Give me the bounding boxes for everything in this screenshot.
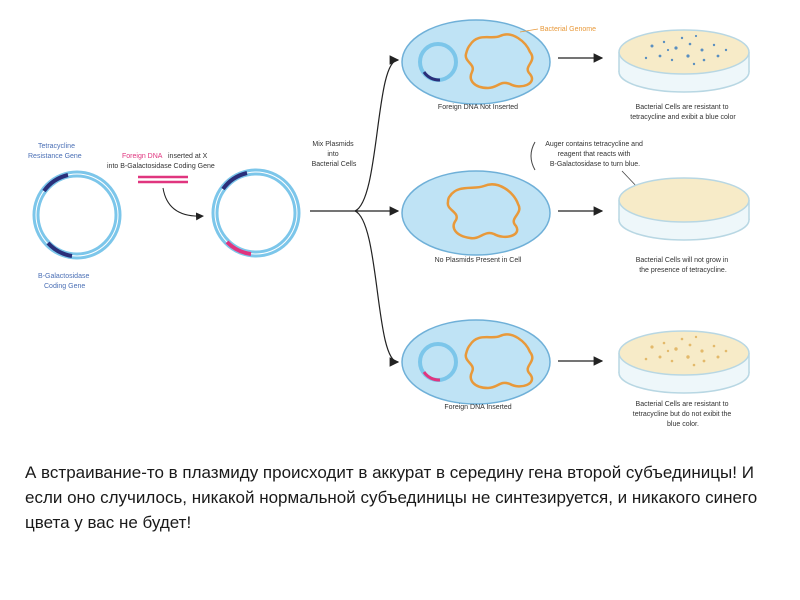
result-top-text: Bacterial Cells are resistant to tetracy… (630, 104, 736, 121)
cell-mid-label: No Plasmids Present in Cell (435, 257, 522, 264)
tetracycline-resistance-gene-segment (42, 173, 69, 193)
branch-arrows (354, 55, 400, 367)
petri-dish-white-colonies (618, 330, 750, 394)
note-bracket (530, 141, 536, 171)
result-bottom-text: Bacterial Cells are resistant to tetracy… (633, 401, 733, 428)
b-galactosidase-gene-label: B-Galactosidase Coding Gene (38, 273, 91, 290)
caption-text: А встраивание-то в плазмиду происходит в… (25, 463, 758, 532)
cell-top-label: Foreign DNA Not Inserted (438, 104, 518, 111)
original-plasmid (32, 170, 122, 260)
foreign-dna-fragment (138, 175, 188, 184)
bacterial-genome-label: Bacterial Genome (540, 26, 596, 33)
cell-foreign-dna-not-inserted (401, 19, 551, 105)
plasmid-insertion-diagram: Tetracycline Resistance Gene B-Galactosi… (28, 19, 750, 428)
cell-bottom-label: Foreign DNA Inserted (444, 404, 511, 411)
result-mid-text: Bacterial Cells will not grow in the pre… (636, 257, 731, 274)
foreign-dna-label: Foreign DNA inserted at X into B-Galacto… (107, 153, 215, 170)
insertion-arrow (162, 187, 204, 221)
petri-dish-no-growth (618, 177, 750, 241)
recombinant-plasmid (211, 168, 301, 258)
genome-leader-line (519, 28, 539, 33)
auger-note: Auger contains tetracycline and reagent … (545, 141, 645, 168)
petri-dish-blue-colonies (618, 29, 750, 93)
cell-no-plasmids (401, 170, 551, 256)
b-galactosidase-gene-segment (46, 241, 73, 258)
cell-foreign-dna-inserted (401, 319, 551, 405)
tetracycline-gene-label: Tetracycline Resistance Gene (28, 143, 82, 160)
mix-plasmids-label: Mix Plasmids into Bacterial Cells (312, 141, 357, 168)
